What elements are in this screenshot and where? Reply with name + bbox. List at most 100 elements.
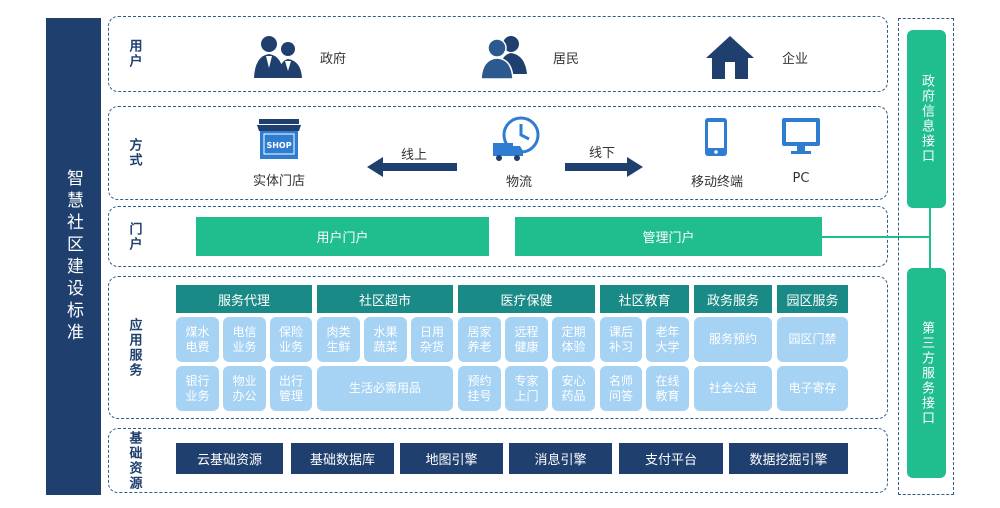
- service-item-line: 安心: [561, 373, 586, 388]
- building-icon: [706, 36, 754, 79]
- row-methods-label-wrap: 方式: [109, 107, 159, 199]
- service-item-line: 业务: [278, 339, 303, 354]
- service-item[interactable]: 预约挂号: [458, 366, 501, 411]
- service-item[interactable]: 电信业务: [223, 317, 266, 362]
- service-item[interactable]: 银行业务: [176, 366, 219, 411]
- base-item[interactable]: 地图引擎: [400, 443, 503, 474]
- service-item[interactable]: 肉类生鲜: [317, 317, 360, 362]
- base-item[interactable]: 支付平台: [619, 443, 723, 474]
- service-item-line: 煤水: [185, 324, 210, 339]
- service-item[interactable]: 生活必需用品: [317, 366, 453, 411]
- service-item-line: 杂货: [419, 339, 444, 354]
- service-item-line: 上门: [514, 388, 539, 403]
- service-header-medical[interactable]: 医疗保健: [458, 285, 595, 313]
- physical-store: SHOP: [249, 117, 309, 161]
- user-portal[interactable]: 用户门户: [196, 217, 489, 256]
- service-header-agency[interactable]: 服务代理: [176, 285, 312, 313]
- row-services: 应用服务 服务代理 社区超市 医疗保健 社区教育 政务服务 园区服务 煤水电费 …: [108, 276, 888, 419]
- shop-sign-text: SHOP: [266, 141, 291, 150]
- physical-store-label: 实体门店: [252, 174, 305, 189]
- service-item[interactable]: 课后补习: [600, 317, 642, 362]
- service-item-line: 课后: [608, 324, 633, 339]
- offline-label: 线下: [588, 146, 615, 161]
- service-item[interactable]: 老年大学: [646, 317, 689, 362]
- service-item[interactable]: 社会公益: [694, 366, 772, 411]
- service-item-line: 专家: [514, 373, 539, 388]
- service-item[interactable]: 专家上门: [505, 366, 548, 411]
- service-item-line: 名师: [608, 373, 633, 388]
- third-party-api[interactable]: 第三方服务接口: [907, 268, 946, 478]
- service-item[interactable]: 服务预约: [694, 317, 772, 362]
- service-item-line: 教育: [655, 388, 680, 403]
- service-header-gov[interactable]: 政务服务: [694, 285, 772, 313]
- service-header-education[interactable]: 社区教育: [600, 285, 689, 313]
- admin-portal[interactable]: 管理门户: [515, 217, 822, 256]
- service-item-line: 挂号: [467, 388, 492, 403]
- service-item-line: 养老: [467, 339, 492, 354]
- right-vertical-connector: [929, 206, 931, 268]
- service-item-line: 肉类: [326, 324, 351, 339]
- service-item[interactable]: 物业办公: [223, 366, 266, 411]
- service-item[interactable]: 在线教育: [646, 366, 689, 411]
- service-item[interactable]: 煤水电费: [176, 317, 219, 362]
- diagram-title: 智慧社区建设标准: [63, 168, 83, 345]
- service-header-market[interactable]: 社区超市: [317, 285, 453, 313]
- base-item[interactable]: 数据挖掘引擎: [729, 443, 848, 474]
- service-item[interactable]: 居家养老: [458, 317, 501, 362]
- service-item-line: 预约: [467, 373, 492, 388]
- service-item[interactable]: 远程健康: [505, 317, 548, 362]
- service-item-line: 远程: [514, 324, 539, 339]
- service-item-line: 生鲜: [326, 339, 351, 354]
- row-portal-label: 门户: [126, 221, 142, 252]
- government-users-icon: [254, 36, 302, 78]
- row-portal: 门户 用户门户 管理门户: [108, 206, 888, 267]
- row-users-label: 用户: [126, 39, 142, 69]
- user-government-label: 政府: [320, 51, 347, 67]
- row-base: 基础资源 云基础资源 基础数据库 地图引擎 消息引擎 支付平台 数据挖掘引擎: [108, 428, 888, 493]
- service-item-line: 蔬菜: [373, 339, 398, 354]
- pc-label: PC: [792, 171, 810, 186]
- mobile-phone-icon: [705, 118, 727, 156]
- service-item-line: 居家: [467, 324, 492, 339]
- service-item-line: 管理: [278, 388, 303, 403]
- service-item[interactable]: 名师问答: [600, 366, 642, 411]
- base-item[interactable]: 云基础资源: [176, 443, 283, 474]
- gov-info-api[interactable]: 政府信息接口: [907, 30, 946, 208]
- row-base-label-wrap: 基础资源: [109, 429, 159, 492]
- row-base-label: 基础资源: [126, 430, 142, 491]
- portal-connector-line: [822, 236, 930, 238]
- service-item[interactable]: 保险业务: [270, 317, 312, 362]
- service-item-line: 补习: [608, 339, 633, 354]
- logistics-label: 物流: [505, 175, 532, 190]
- online-label: 线上: [400, 148, 427, 163]
- service-item-line: 问答: [608, 388, 633, 403]
- service-item-line: 业务: [232, 339, 257, 354]
- logistics: [491, 115, 543, 167]
- user-enterprise: 企业: [704, 34, 808, 80]
- arrow-right-icon: [565, 157, 643, 177]
- service-item[interactable]: 电子寄存: [777, 366, 848, 411]
- service-item-line: 定期: [561, 324, 586, 339]
- service-item[interactable]: 安心药品: [552, 366, 595, 411]
- service-item-line: 老年: [655, 324, 680, 339]
- service-item[interactable]: 定期体验: [552, 317, 595, 362]
- interface-column: 政府信息接口 第三方服务接口: [898, 18, 954, 495]
- mobile-terminal: [704, 117, 728, 161]
- service-header-park[interactable]: 园区服务: [777, 285, 848, 313]
- user-government: 政府: [252, 34, 346, 80]
- arrow-left-icon: [367, 157, 457, 177]
- left-title-bar: 智慧社区建设标准: [46, 18, 101, 495]
- service-item-line: 业务: [185, 388, 210, 403]
- service-item[interactable]: 园区门禁: [777, 317, 848, 362]
- service-item[interactable]: 日用杂货: [411, 317, 453, 362]
- service-item[interactable]: 水果蔬菜: [364, 317, 407, 362]
- service-item-line: 办公: [232, 388, 257, 403]
- service-item[interactable]: 出行管理: [270, 366, 312, 411]
- base-item[interactable]: 消息引擎: [509, 443, 612, 474]
- gov-info-api-label: 政府信息接口: [919, 74, 934, 164]
- service-item-line: 水果: [373, 324, 398, 339]
- service-item-line: 物业: [232, 373, 257, 388]
- service-item-line: 大学: [655, 339, 680, 354]
- base-item[interactable]: 基础数据库: [291, 443, 394, 474]
- service-item-line: 保险: [278, 324, 303, 339]
